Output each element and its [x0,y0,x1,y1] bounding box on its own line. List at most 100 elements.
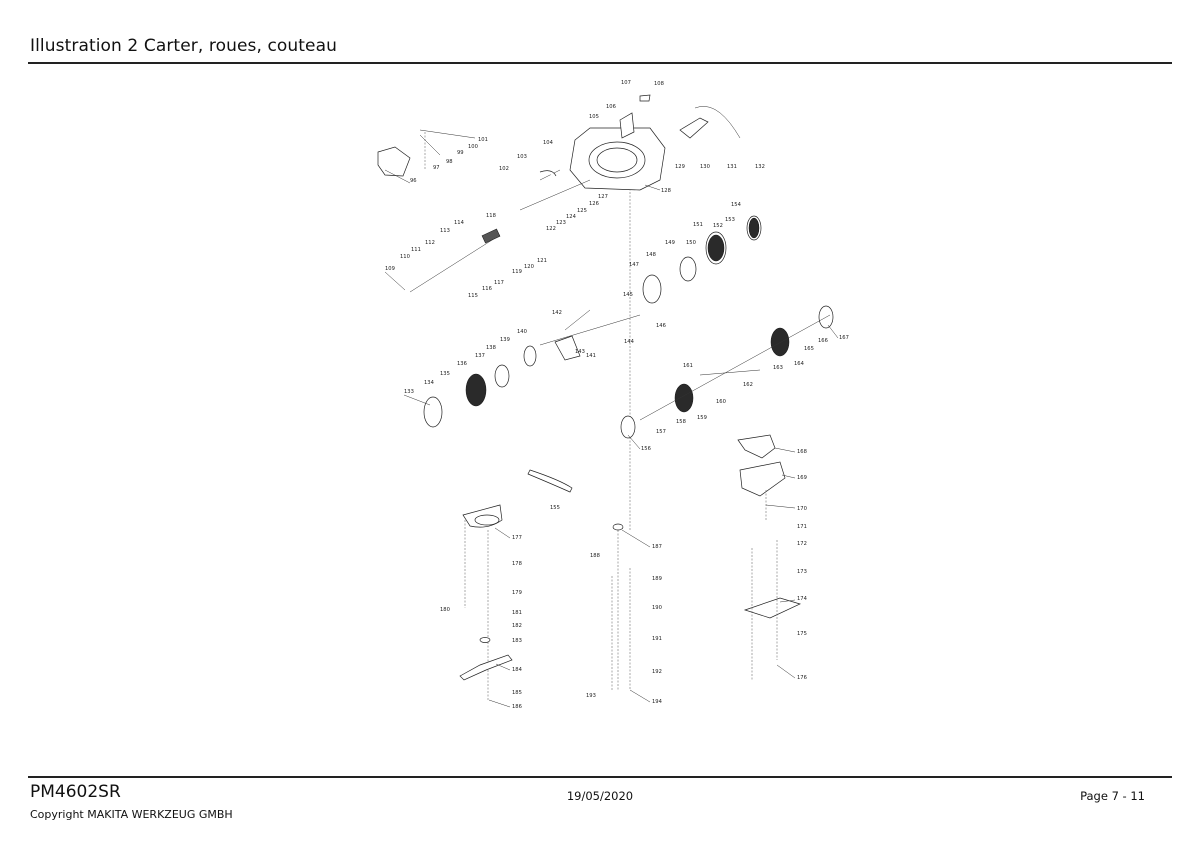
label-165: 165 [804,346,814,352]
label-143: 143 [575,349,585,355]
label-140: 140 [517,329,527,335]
label-193: 193 [586,693,596,699]
label-138: 138 [486,345,496,351]
label-127: 127 [598,194,608,200]
label-169: 169 [797,475,807,481]
label-187: 187 [652,544,662,550]
label-114: 114 [454,220,465,226]
label-157: 157 [656,429,666,435]
label-96: 96 [410,178,417,184]
rear-wheel-right-top [642,215,762,304]
label-172: 172 [797,541,807,547]
label-145: 145 [623,292,633,298]
label-103: 103 [517,154,527,160]
label-158: 158 [676,419,686,425]
label-133: 133 [404,389,414,395]
model-number: PM4602SR [30,782,121,802]
label-119: 119 [512,269,522,275]
label-155: 155 [550,505,560,511]
label-170: 170 [797,506,807,512]
center-pulley-column [611,523,631,690]
label-181: 181 [512,610,522,616]
label-191: 191 [652,636,662,642]
drive-belt [527,469,573,493]
label-124: 124 [566,214,577,220]
label-107: 107 [621,80,631,86]
label-179: 179 [512,590,522,596]
label-125: 125 [577,208,587,214]
label-150: 150 [686,240,696,246]
front-axle-group [409,169,591,293]
label-174: 174 [797,596,808,602]
label-175: 175 [797,631,807,637]
label-120: 120 [524,264,534,270]
label-102: 102 [499,166,509,172]
label-159: 159 [697,415,707,421]
label-99: 99 [457,150,464,156]
label-126: 126 [589,201,599,207]
rear-wheel-left-group [423,314,641,428]
label-186: 186 [512,704,522,710]
label-160: 160 [716,399,726,405]
label-154: 154 [731,202,742,208]
label-122: 122 [546,226,556,232]
label-164: 164 [794,361,805,367]
label-128: 128 [661,188,671,194]
label-171: 171 [797,524,807,530]
label-180: 180 [440,607,450,613]
label-178: 178 [512,561,522,567]
label-163: 163 [773,365,783,371]
label-108: 108 [654,81,664,87]
blade-adapter-group [459,504,513,700]
deck-housing [569,94,741,191]
label-116: 116 [482,286,492,292]
label-137: 137 [475,353,485,359]
label-118: 118 [486,213,496,219]
leader-lines [384,169,839,708]
copyright-text: Copyright MAKITA WERKZEUG GMBH [30,808,233,821]
label-109: 109 [385,266,395,272]
label-168: 168 [797,449,807,455]
label-113: 113 [440,228,450,234]
label-130: 130 [700,164,710,170]
label-106: 106 [606,104,616,110]
label-190: 190 [652,605,662,611]
label-148: 148 [646,252,656,258]
label-117: 117 [494,280,504,286]
label-156: 156 [641,446,651,452]
front-wheel-right-group [620,305,834,439]
label-151: 151 [693,222,703,228]
label-139: 139 [500,337,510,343]
label-177: 177 [512,535,522,541]
label-153: 153 [725,217,735,223]
label-189: 189 [652,576,662,582]
part-number-labels: 107 108 106 105 104 103 102 101 100 99 9… [385,80,849,710]
label-166: 166 [818,338,828,344]
label-184: 184 [512,667,523,673]
label-112: 112 [425,240,435,246]
label-142: 142 [552,310,562,316]
header-rule [28,62,1172,64]
label-161: 161 [683,363,693,369]
label-135: 135 [440,371,450,377]
label-110: 110 [400,254,410,260]
label-176: 176 [797,675,807,681]
label-136: 136 [457,361,467,367]
label-105: 105 [589,114,599,120]
label-129: 129 [675,164,685,170]
label-167: 167 [839,335,849,341]
footer-rule [28,776,1172,778]
label-111: 111 [411,247,421,253]
label-185: 185 [512,690,522,696]
label-149: 149 [665,240,675,246]
rear-flap-group [377,129,476,177]
label-147: 147 [629,262,639,268]
label-146: 146 [656,323,666,329]
label-100: 100 [468,144,478,150]
label-173: 173 [797,569,807,575]
label-141: 141 [586,353,596,359]
label-121: 121 [537,258,547,264]
document-date: 19/05/2020 [566,789,634,803]
label-131: 131 [727,164,737,170]
label-144: 144 [624,339,635,345]
